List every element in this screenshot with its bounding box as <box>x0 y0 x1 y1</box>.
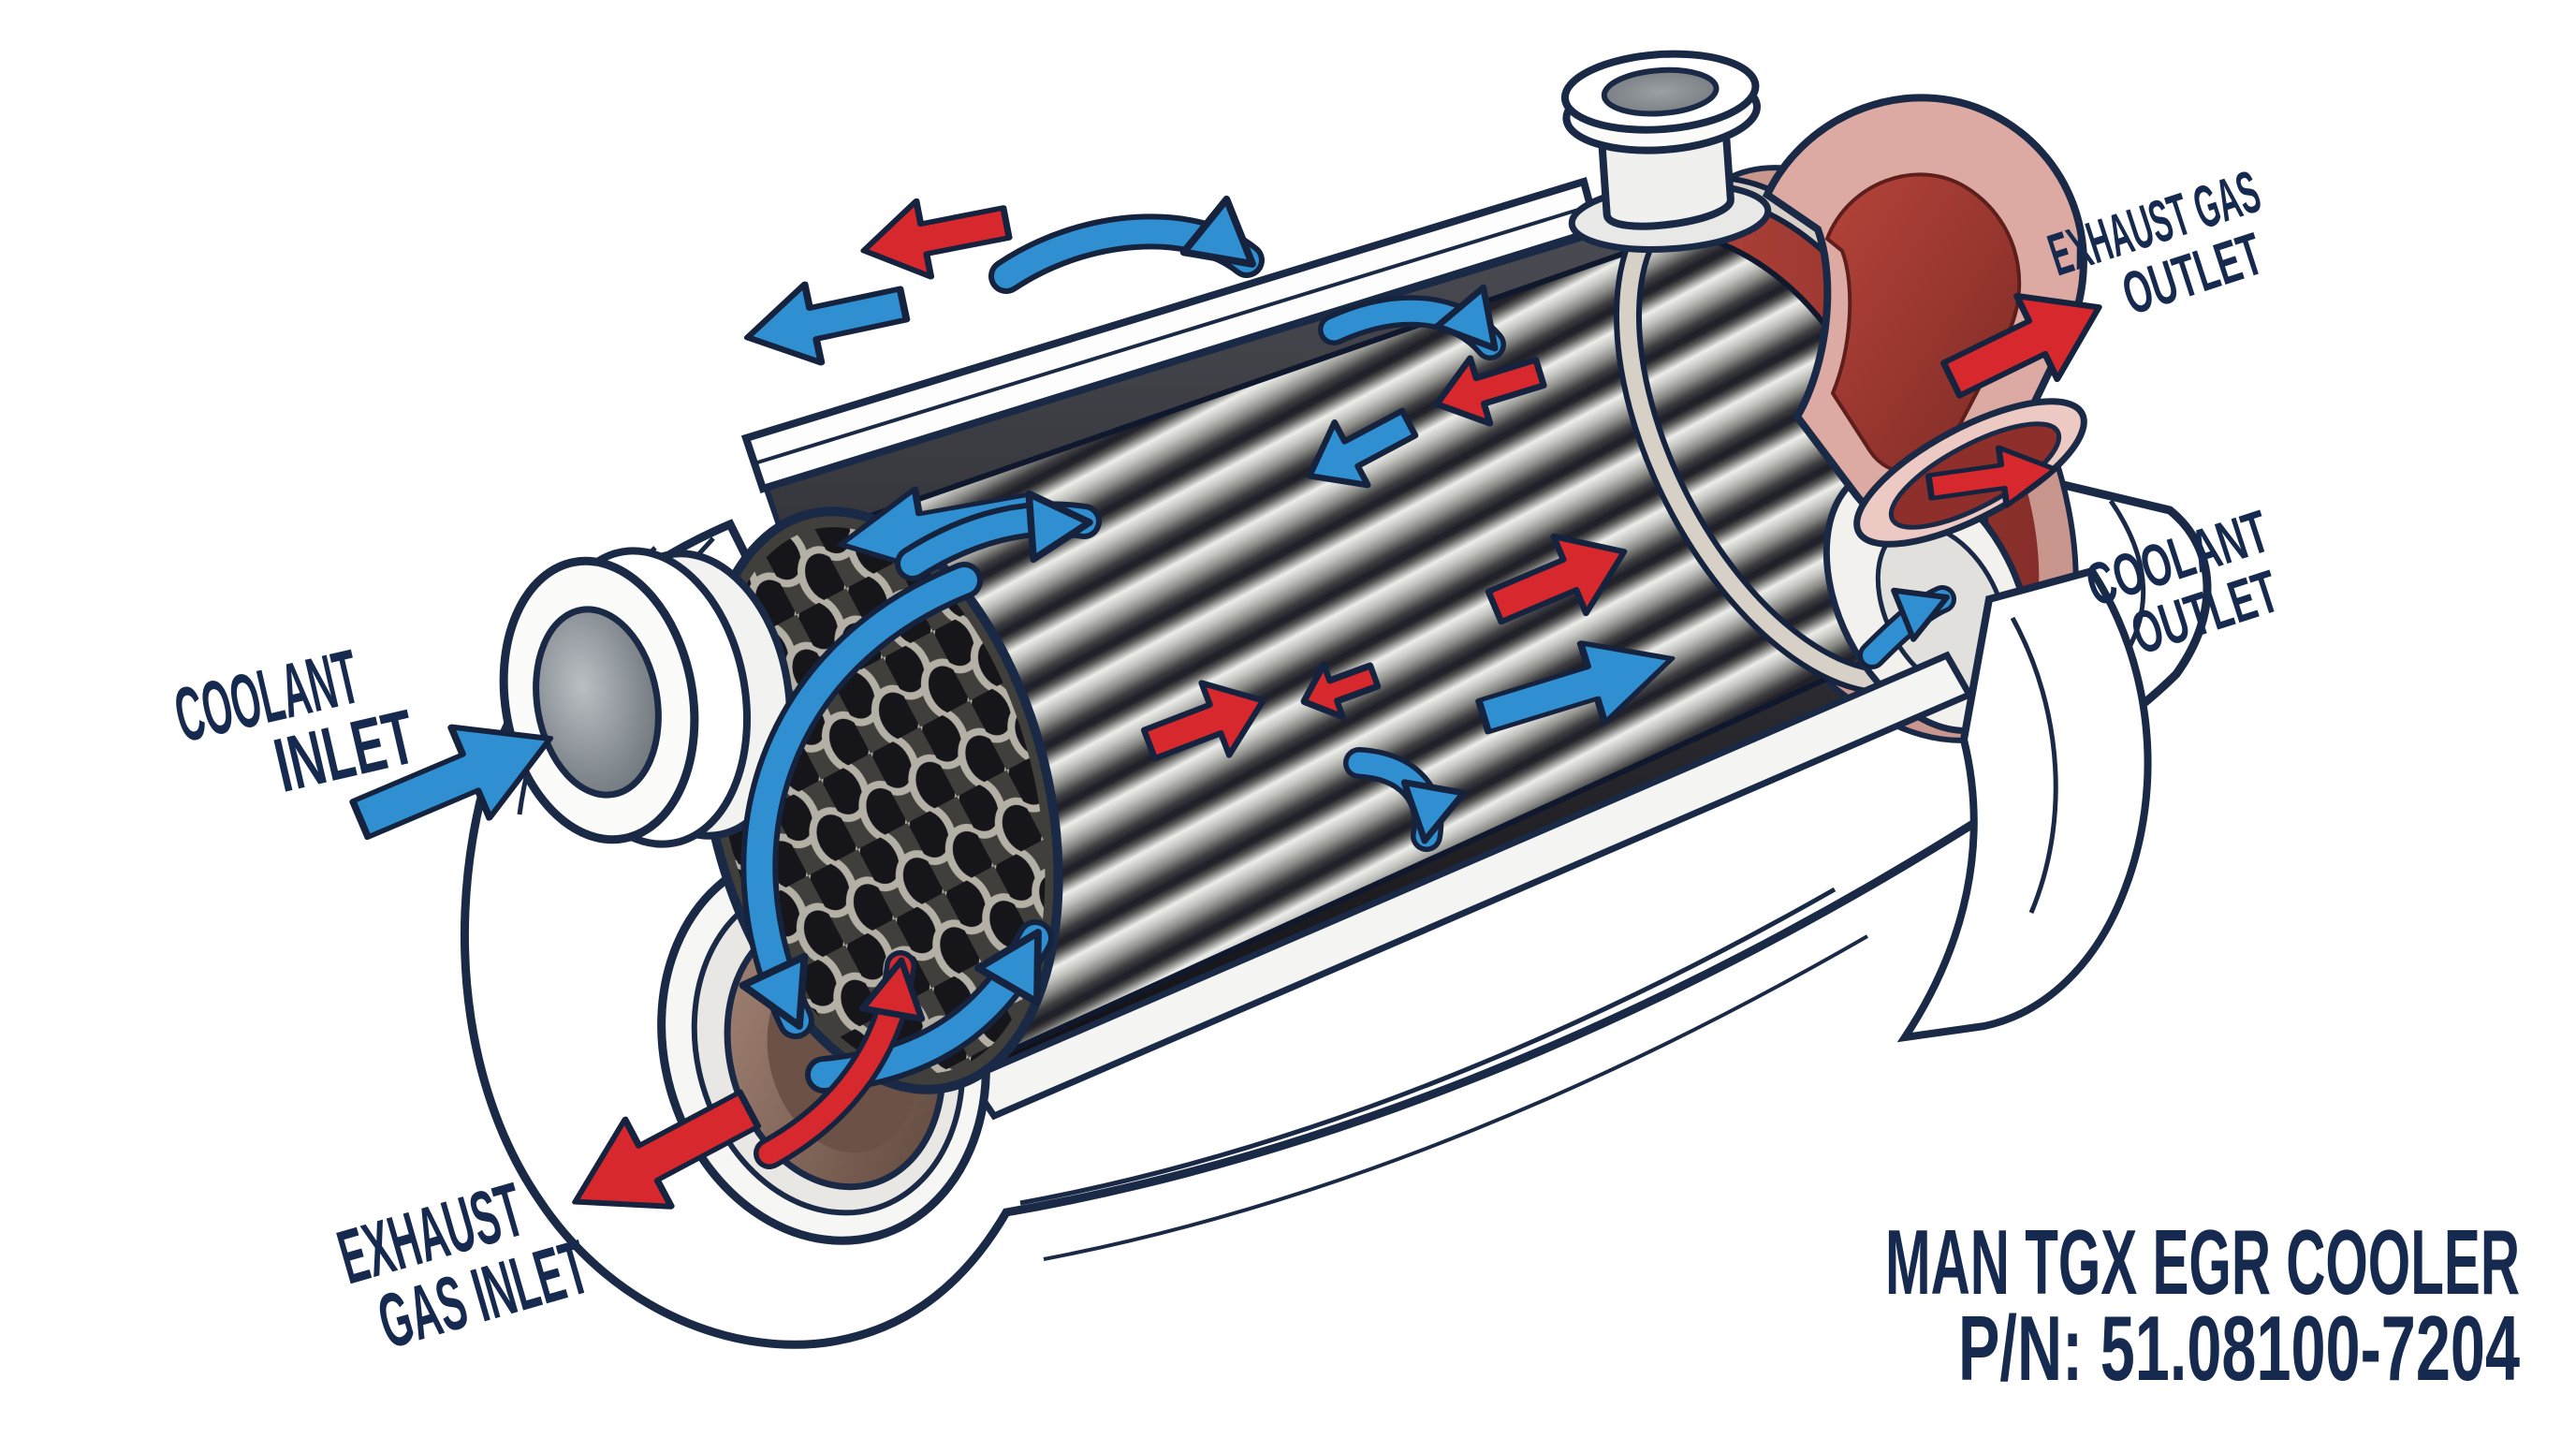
top-coolant-port <box>1560 50 1772 253</box>
coolant-inlet-port <box>499 547 794 848</box>
tube-sheet <box>696 506 1063 1094</box>
mounting-bracket <box>1896 566 2152 1043</box>
shell-contour-line <box>1019 887 1837 1206</box>
shell-contour-line <box>1043 934 1868 1261</box>
title-block: MAN TGX EGR COOLER P/N: 51.08100-7204 <box>1885 1211 2520 1400</box>
coolant-flow-arrows <box>341 199 1956 1093</box>
exhaust-flow-arrows <box>552 185 2119 1246</box>
diagram-title: MAN TGX EGR COOLER <box>1885 1211 2520 1313</box>
part-number: P/N: 51.08100-7204 <box>1958 1297 2520 1400</box>
